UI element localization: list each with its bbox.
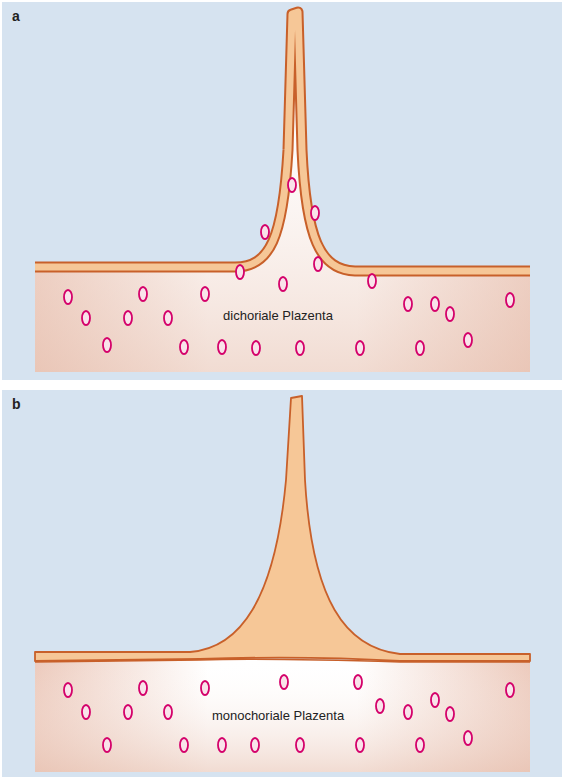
panel-background — [2, 390, 562, 777]
amnion-septum — [35, 396, 530, 661]
placenta-tissue — [35, 659, 530, 772]
panel-letter: a — [12, 8, 20, 24]
chorion-membrane — [35, 12, 530, 271]
structure-label: monochoriale Plazenta — [212, 708, 344, 724]
placenta-shade — [35, 659, 530, 772]
villi — [64, 675, 514, 752]
structure-label: dichoriale Plazenta — [223, 308, 333, 324]
villi — [64, 178, 514, 355]
panel-letter: b — [12, 396, 21, 412]
panel-background — [2, 2, 562, 380]
